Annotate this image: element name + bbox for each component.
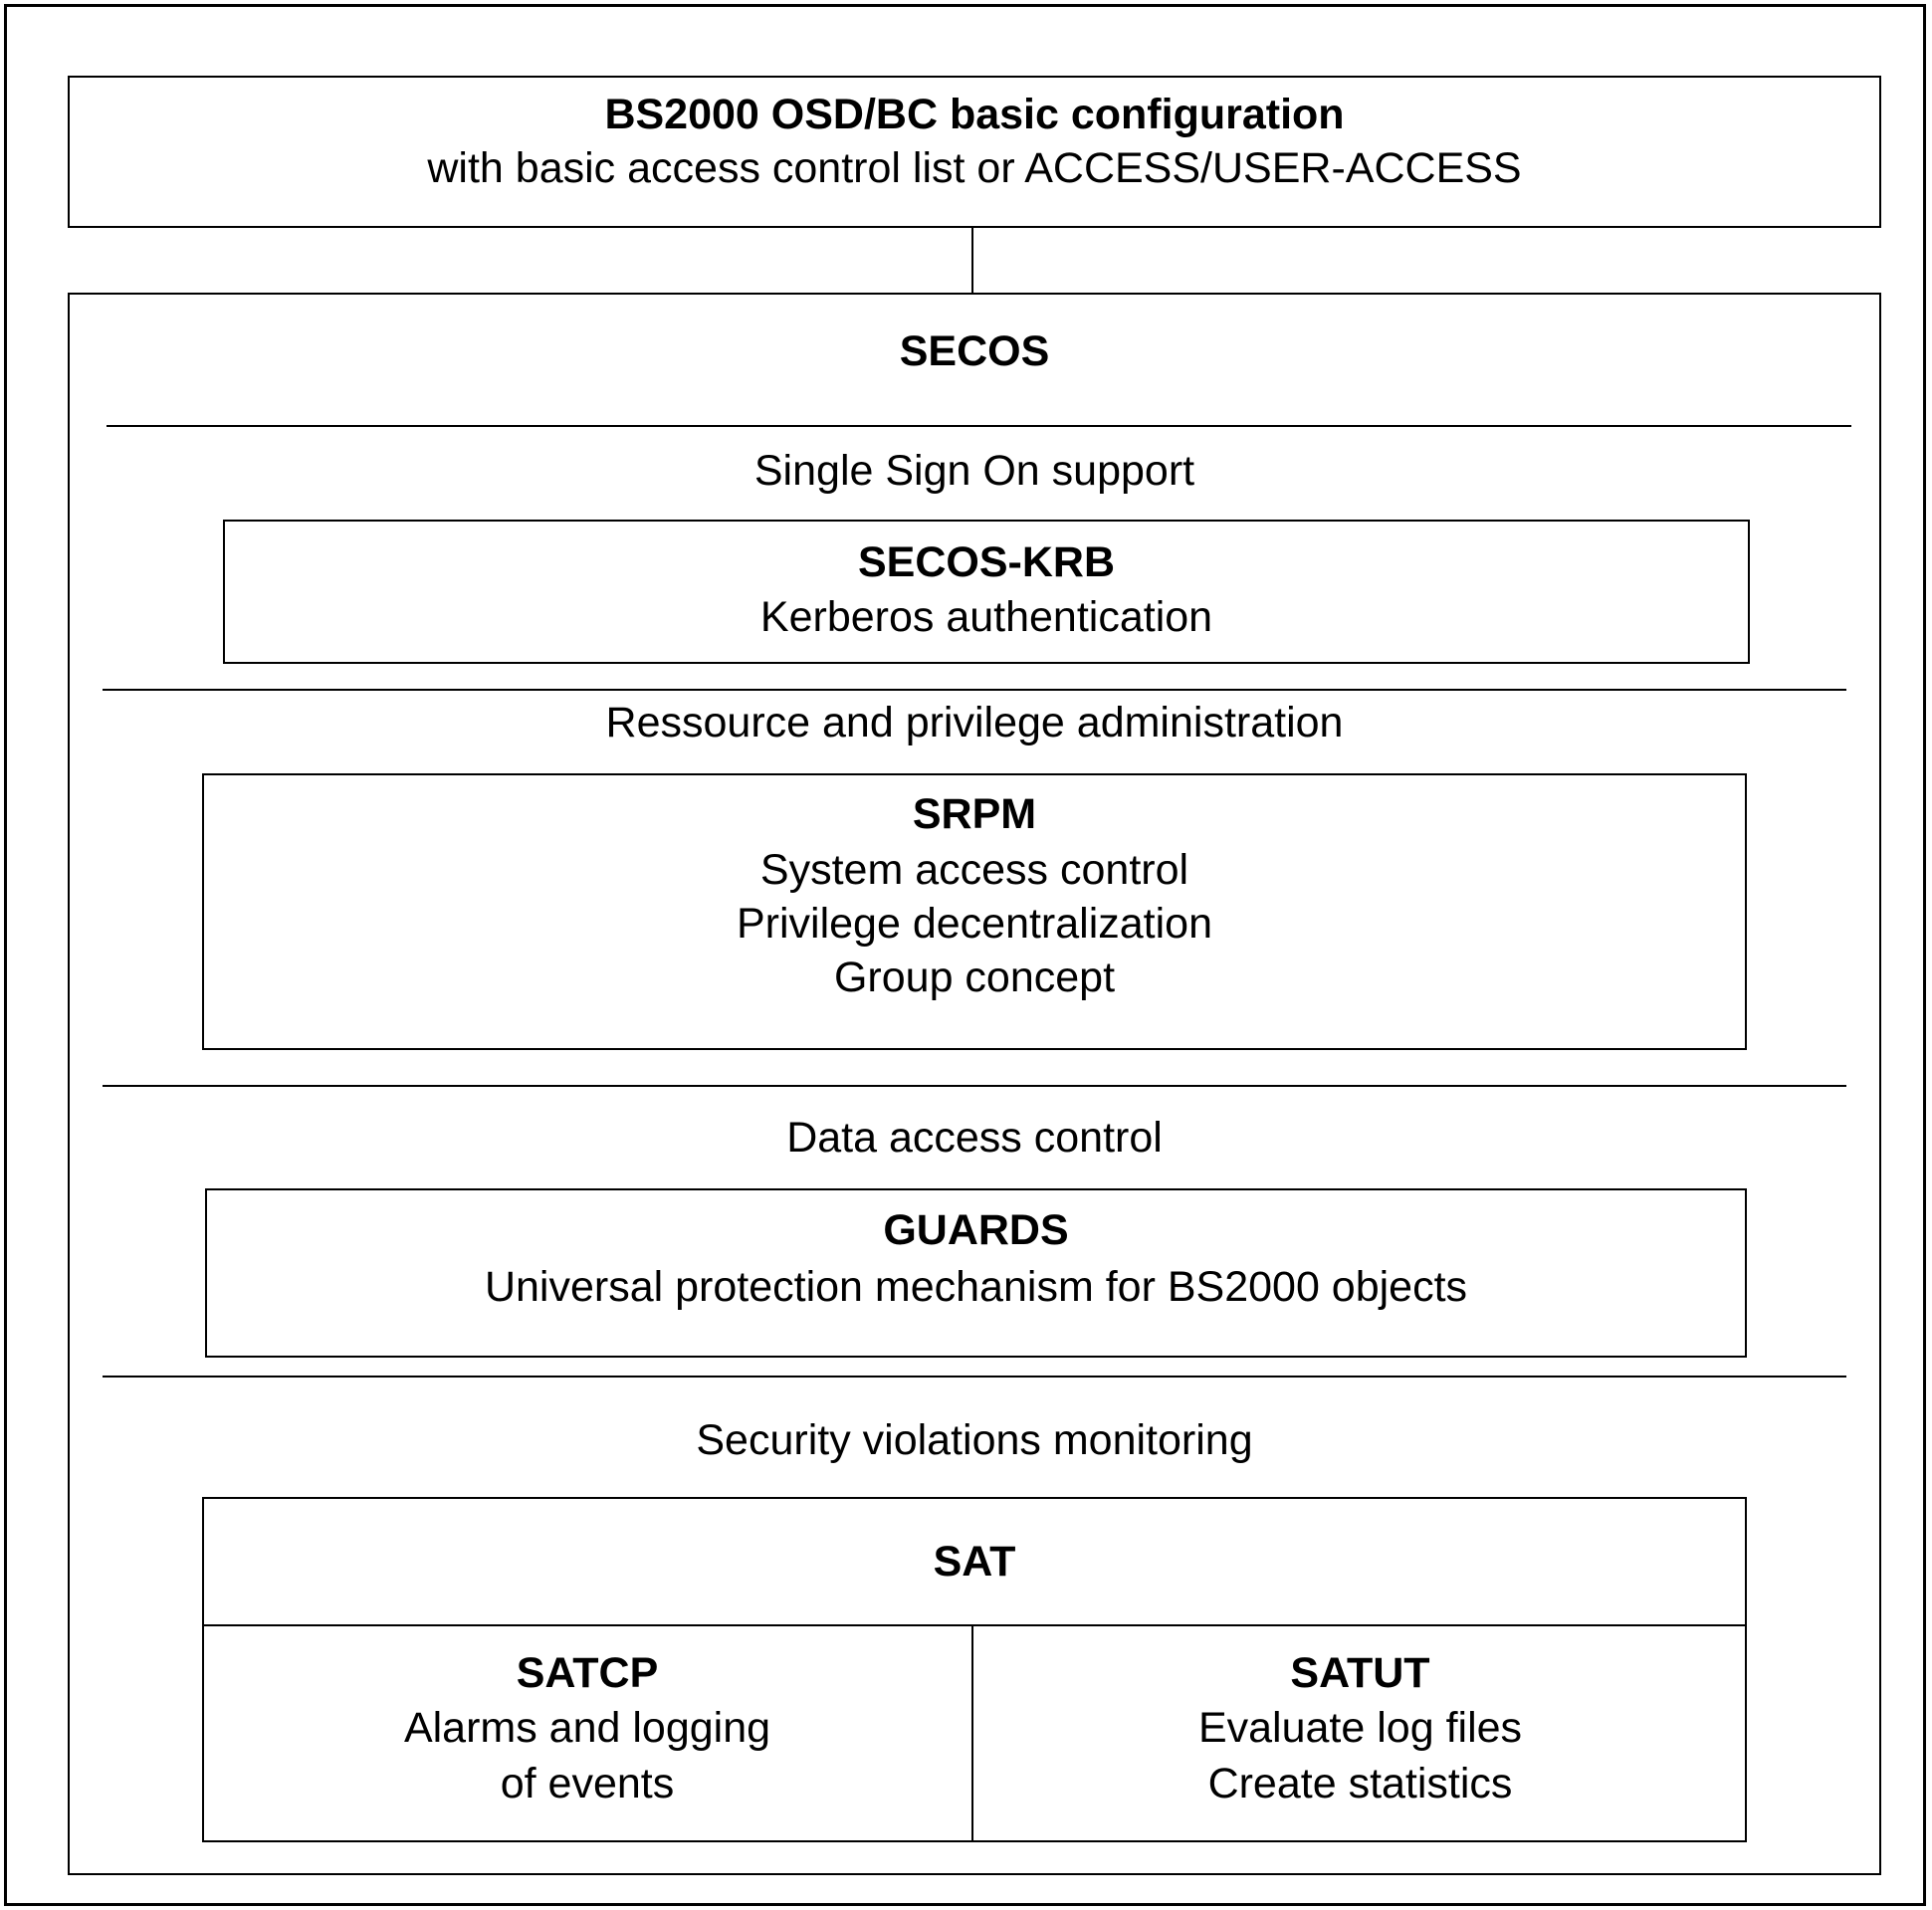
satut-cell: SATUT Evaluate log files Create statisti… [973,1626,1747,1841]
guards-line: Universal protection mechanism for BS200… [484,1263,1468,1311]
secos-krb-box: SECOS-KRB Kerberos authentication [223,520,1750,664]
section-heading-label: Security violations monitoring [696,1416,1253,1464]
secos-container: SECOS [68,293,1881,1875]
satut-line: Create statistics [1207,1760,1513,1807]
section-divider [107,425,1851,427]
section-heading-sso: Single Sign On support [68,450,1881,498]
satcp-title: SATCP [516,1649,659,1697]
bs2000-title: BS2000 OSD/BC basic configuration [604,91,1345,138]
bs2000-subtitle: with basic access control list or ACCESS… [427,144,1522,192]
section-heading-monitoring: Security violations monitoring [68,1419,1881,1467]
sat-column-divider [971,1624,973,1842]
section-heading-data-access: Data access control [68,1117,1881,1165]
srpm-box: SRPM System access control Privilege dec… [202,773,1747,1050]
section-heading-label: Data access control [786,1114,1163,1162]
srpm-line: Privilege decentralization [736,900,1213,948]
srpm-line: Group concept [833,954,1116,1001]
srpm-title: SRPM [912,790,1037,838]
guards-box: GUARDS Universal protection mechanism fo… [205,1188,1747,1358]
satcp-line: of events [500,1760,675,1807]
satcp-line: Alarms and logging [403,1704,771,1752]
srpm-line: System access control [759,846,1189,894]
section-divider [103,1376,1846,1378]
section-heading-label: Ressource and privilege administration [605,699,1344,746]
sat-box: SAT [202,1497,1747,1842]
diagram-frame [4,4,1926,1906]
secos-krb-title: SECOS-KRB [857,538,1116,586]
secos-title: SECOS [899,327,1050,375]
satut-title: SATUT [1290,1649,1430,1697]
satcp-cell: SATCP Alarms and logging of events [202,1626,972,1841]
satut-line: Evaluate log files [1197,1704,1523,1752]
sat-title: SAT [933,1538,1016,1586]
section-heading-label: Single Sign On support [753,447,1195,495]
guards-title: GUARDS [883,1206,1069,1254]
section-heading-privilege: Ressource and privilege administration [68,702,1881,749]
section-divider [103,1085,1846,1087]
bs2000-basic-configuration-box: BS2000 OSD/BC basic configuration with b… [68,76,1881,228]
connector-line [971,228,973,294]
sat-divider [202,1624,1747,1626]
secos-krb-line: Kerberos authentication [759,593,1213,641]
section-divider [103,689,1846,691]
